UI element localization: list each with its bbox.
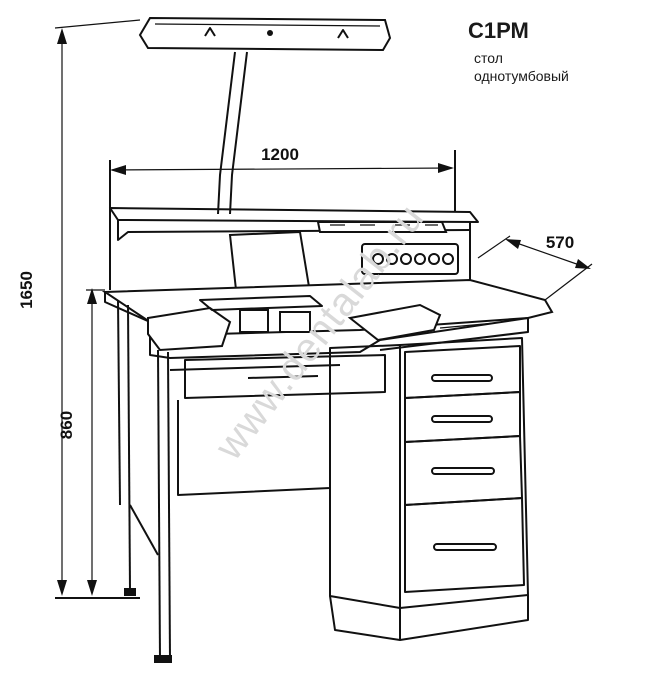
- desk-frame-left: [117, 299, 386, 663]
- drawer-pedestal: [329, 337, 529, 641]
- overhead-lamp: [138, 16, 392, 215]
- tabletop: [101, 278, 554, 359]
- dimension-width: 1200: [261, 145, 299, 164]
- model-description-line1: стол: [474, 50, 503, 66]
- dimension-height-table: 860: [57, 411, 76, 439]
- model-title: С1РМ: [468, 18, 529, 43]
- model-description-line2: однотумбовый: [474, 68, 569, 84]
- dimension-lines: [54, 19, 593, 599]
- dimension-depth: 570: [546, 233, 574, 252]
- dimension-height-total: 1650: [17, 271, 36, 309]
- back-panel: [109, 150, 479, 290]
